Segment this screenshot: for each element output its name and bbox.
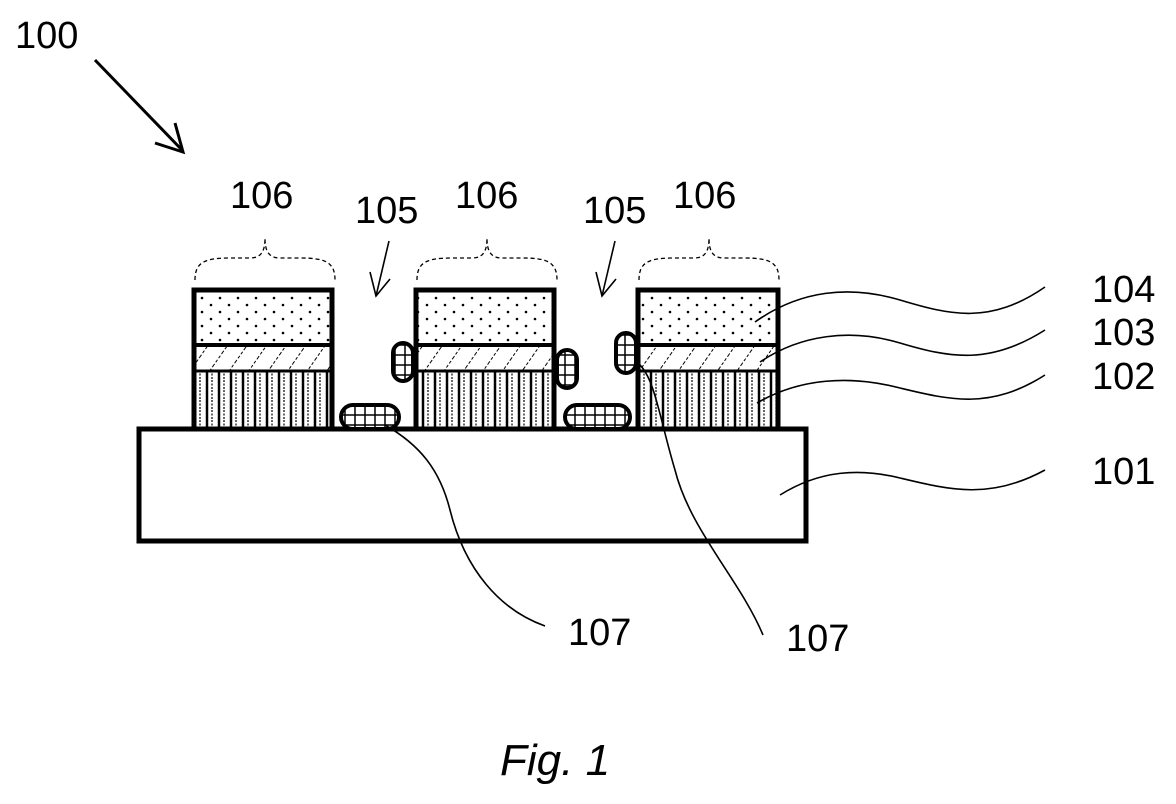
- substrate-101: [139, 429, 806, 541]
- callout-label: 107: [568, 612, 631, 654]
- pillar-brace: [639, 238, 779, 280]
- particle-107: [565, 405, 630, 429]
- top-layer-104: [638, 290, 778, 345]
- gap-arrow-icon: [370, 241, 390, 296]
- pillar-brace: [195, 238, 335, 280]
- pillar-2: [416, 290, 554, 429]
- middle-layer-103: [194, 345, 332, 371]
- callout-label: 107: [786, 618, 849, 660]
- bottom-layer-102: [416, 371, 554, 429]
- figure-caption: Fig. 1: [500, 736, 610, 785]
- particle-107: [616, 333, 636, 373]
- pillar-brace: [417, 238, 557, 280]
- leader-line-104: [755, 287, 1045, 322]
- callout-label: 102: [1092, 356, 1155, 398]
- device-arrow-icon: [95, 60, 183, 152]
- device-label: 100: [15, 15, 78, 57]
- top-layer-104: [416, 290, 554, 345]
- particle-107: [341, 405, 399, 429]
- particle-107: [393, 343, 413, 381]
- particle-107: [557, 350, 577, 388]
- bottom-layer-102: [638, 371, 778, 429]
- callout-label: 101: [1092, 451, 1155, 493]
- pillar-label: 106: [455, 175, 518, 217]
- bottom-layer-102: [194, 371, 332, 429]
- leader-line-102: [757, 375, 1045, 403]
- pillar-label: 106: [230, 175, 293, 217]
- callout-label: 104: [1092, 269, 1155, 311]
- top-layer-104: [194, 290, 332, 345]
- middle-layer-103: [638, 345, 778, 371]
- leader-line-103: [760, 330, 1045, 362]
- middle-layer-103: [416, 345, 554, 371]
- callout-label: 103: [1092, 312, 1155, 354]
- leader-line-101: [780, 470, 1045, 495]
- gap-label: 105: [583, 190, 646, 232]
- gap-label: 105: [355, 190, 418, 232]
- pillar-label: 106: [673, 175, 736, 217]
- pillar-1: [194, 290, 332, 429]
- gap-arrow-icon: [596, 241, 616, 296]
